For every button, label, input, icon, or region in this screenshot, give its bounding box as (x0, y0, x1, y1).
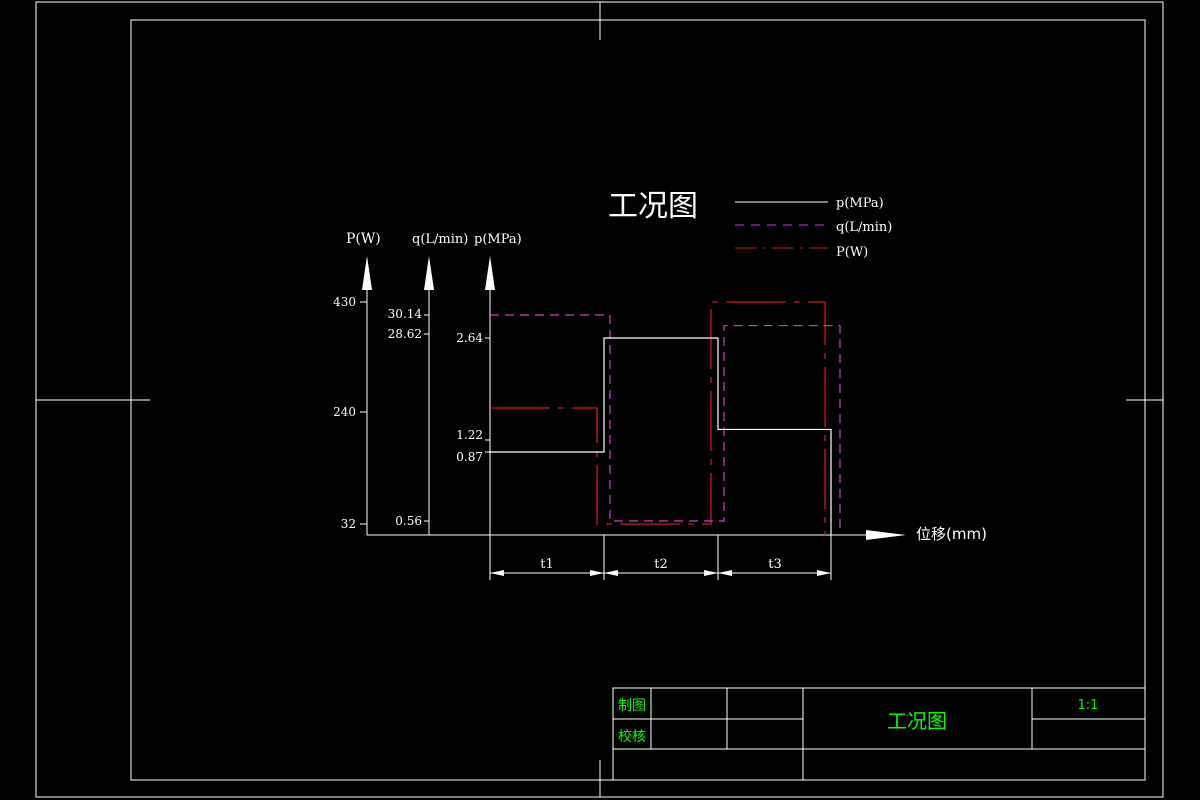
flow-tick-label-0-56: 0.56 (395, 514, 422, 528)
power-axis-arrow (362, 256, 372, 290)
title-block (612, 687, 1146, 781)
phase-label-t1: t1 (540, 557, 554, 572)
flow-tick-label-30-14: 30.14 (388, 307, 423, 321)
phase-label-t3: t3 (768, 557, 782, 572)
drawing-frame (130, 19, 1146, 781)
pressure-axis-arrow (485, 256, 495, 290)
dim-arrow-t1-right (590, 570, 604, 576)
chart-title: 工况图 (608, 189, 698, 224)
dimension-arrows (490, 570, 831, 576)
dim-arrow-t3-left (718, 570, 732, 576)
scale-value: 1:1 (1078, 698, 1099, 713)
dim-arrow-t2-left (604, 570, 618, 576)
flow-axis-label: q(L/min) (412, 232, 468, 247)
drawing-name: 工况图 (887, 709, 947, 733)
drawn-by-label: 制图 (618, 698, 646, 714)
phase-label-t2: t2 (654, 557, 668, 572)
power-tick-label-430: 430 (333, 295, 356, 309)
series-line-flow (490, 314, 841, 535)
power-tick-label-240: 240 (333, 405, 356, 419)
dim-arrow-t2-right (704, 570, 718, 576)
series-line-power (490, 301, 826, 535)
x-axis-arrow (866, 530, 906, 540)
flow-tick-label-28-62: 28.62 (388, 327, 422, 341)
flow-axis-arrow (424, 256, 434, 290)
legend-label-flow: q(L/min) (836, 220, 892, 235)
dim-arrow-t1-left (490, 570, 504, 576)
pressure-tick-label-1-22: 1.22 (456, 428, 483, 442)
checked-by-label: 校核 (618, 728, 646, 745)
legend-label-power: P(W) (836, 245, 868, 260)
pressure-tick-label-0-87: 0.87 (456, 450, 483, 464)
legend: p(MPa) q(L/min) P(W) (735, 196, 892, 260)
power-axis-label: P(W) (346, 231, 381, 247)
series-line-pressure (490, 337, 832, 535)
legend-label-pressure: p(MPa) (836, 196, 884, 211)
power-tick-label-32: 32 (341, 517, 356, 531)
axes (360, 290, 880, 536)
phase-dimensions (489, 535, 832, 580)
pressure-tick-label-2-64: 2.64 (456, 331, 483, 345)
x-axis-label: 位移(mm) (916, 525, 987, 543)
title-block-border (612, 687, 1146, 781)
pressure-axis-label: p(MPa) (474, 232, 522, 247)
sheet-border (35, 1, 1164, 798)
dim-arrow-t3-right (817, 570, 831, 576)
